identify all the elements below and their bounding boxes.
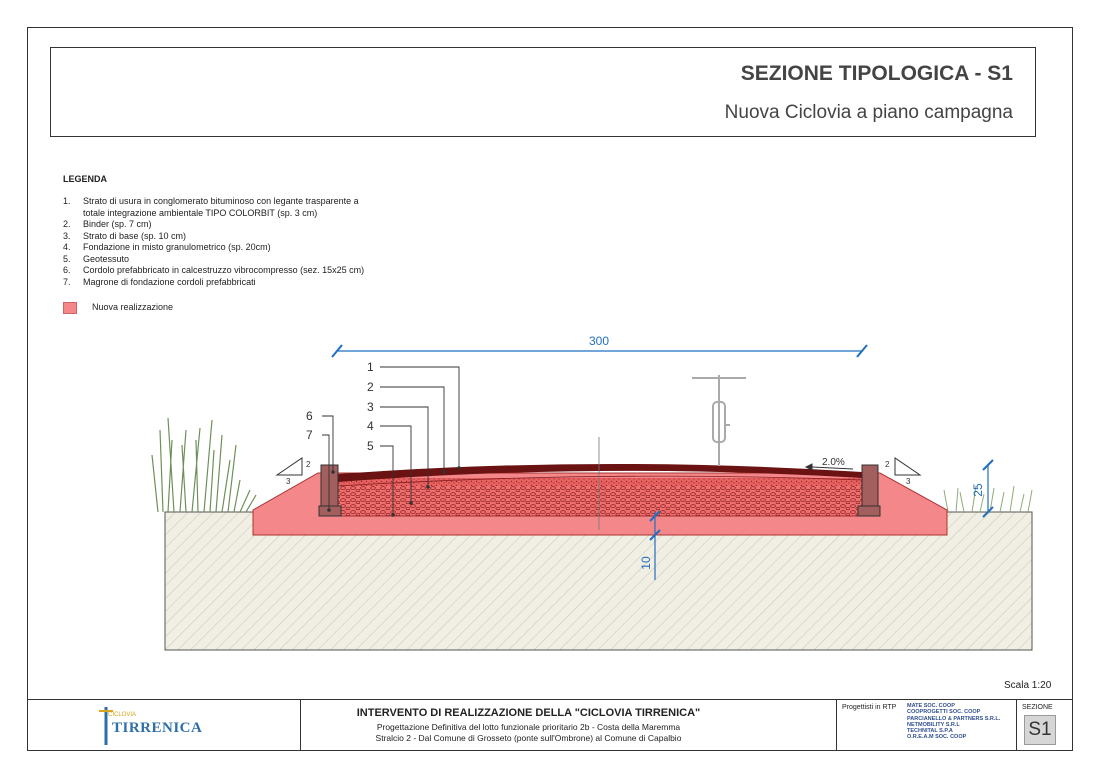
rtp-item: TECHNITAL S.P.A: [907, 728, 953, 735]
callout-6: 6: [306, 409, 313, 423]
legend-item: 1.Strato di usura in conglomerato bitumi…: [63, 196, 359, 206]
callout-7: 7: [306, 428, 313, 442]
callout-5: 5: [367, 439, 374, 453]
legend-item: 5.Geotessuto: [63, 253, 130, 264]
rtp-item: COOPROGETTI SOC. COOP: [907, 709, 981, 716]
legend-swatch-label: Nuova realizzazione: [92, 302, 174, 312]
rtp-item: MATE SOC. COOP: [907, 703, 955, 709]
legend-item: 6.Cordolo prefabbricato in calcestruzzo …: [63, 265, 365, 275]
logo-mark-icon: [99, 707, 113, 745]
bicycle-icon: [692, 375, 746, 466]
footer-divider-v: [836, 699, 837, 751]
page-subtitle: Nuova Ciclovia a piano campagna: [724, 102, 1013, 123]
slope-arrow: [804, 463, 854, 471]
slope-ratio-top-left: 2: [306, 460, 311, 469]
legend-item: 3.Strato di base (sp. 10 cm): [63, 230, 187, 241]
curb-right: [861, 464, 879, 507]
footer-divider: [27, 699, 1073, 700]
callout-1: 1: [367, 360, 374, 374]
rtp-list: MATE SOC. COOP COOPROGETTI SOC. COOP PAR…: [907, 703, 1000, 741]
cross-section-diagram: 300 25 10 2.0% 2 3 2 3 1 2 3: [151, 334, 1033, 651]
dimension-height: [982, 459, 994, 518]
legend-swatch: [63, 302, 77, 314]
legend-item: 2.Binder (sp. 7 cm): [63, 219, 152, 229]
scale-label: Scala 1:20: [1004, 680, 1052, 691]
layer-surface: [338, 463, 862, 482]
logo-small-text: CICLOVIA: [108, 712, 137, 718]
rtp-item: PARCIANELLO & PARTNERS S.R.L.: [907, 715, 1001, 722]
logo-text: TIRRENICA: [112, 720, 203, 736]
legend-list: 1.Strato di usura in conglomerato bitumi…: [63, 196, 364, 288]
callout-4: 4: [367, 419, 374, 433]
rtp-item: O.R.E.A.M SOC. COOP: [907, 734, 967, 741]
dimension-width: [331, 344, 868, 358]
section-code: S1: [1024, 715, 1056, 745]
footer-divider-v: [300, 699, 301, 751]
grass-left: [151, 417, 257, 513]
callout-3: 3: [367, 400, 374, 414]
legend-item: totale integrazione ambientale TIPO COLO…: [83, 207, 318, 218]
rtp-item: NETMOBILITY S.R.L: [907, 721, 960, 728]
layer-foundation: [337, 483, 863, 517]
project-line-1: Progettazione Definitiva del lotto funzi…: [376, 722, 681, 732]
curb-foundation-right: [857, 505, 881, 517]
project-title: INTERVENTO DI REALIZZAZIONE DELLA "CICLO…: [356, 707, 701, 719]
curb-left: [320, 464, 339, 507]
slope-ratio-top-right: 2: [885, 460, 890, 469]
slope-ratio-side-right: 3: [906, 477, 911, 486]
project-line-2: Stralcio 2 - Dal Comune di Grosseto (pon…: [375, 733, 682, 743]
layer-base: [338, 478, 862, 486]
title-block: SEZIONE TIPOLOGICA - S1 Nuova Ciclovia a…: [50, 47, 1036, 137]
drawing-frame: [27, 27, 1073, 751]
page-title: SEZIONE TIPOLOGICA - S1: [740, 62, 1013, 85]
legend-item: 7.Magrone di fondazione cordoli prefabbr…: [63, 276, 256, 287]
slope-triangle-left: [275, 457, 303, 476]
section-label: SEZIONE: [1022, 704, 1053, 711]
rtp-label: Progettisti in RTP: [842, 704, 897, 711]
dimension-height-label: 25: [971, 483, 985, 497]
dimension-depth-label: 10: [639, 556, 653, 570]
legend-item: 4.Fondazione in misto granulometrico (sp…: [63, 242, 271, 252]
grass-right: [943, 485, 1033, 513]
slope-ratio-side-left: 3: [286, 477, 291, 486]
legend-title: LEGENDA: [63, 174, 108, 184]
slope-label: 2.0%: [822, 457, 845, 468]
dimension-depth: [649, 510, 661, 580]
callout-2: 2: [367, 380, 374, 394]
footer-divider-v: [1016, 699, 1017, 751]
dimension-width-label: 300: [589, 334, 609, 348]
callout-leaders: [322, 366, 460, 515]
slope-triangle-right: [894, 457, 922, 476]
